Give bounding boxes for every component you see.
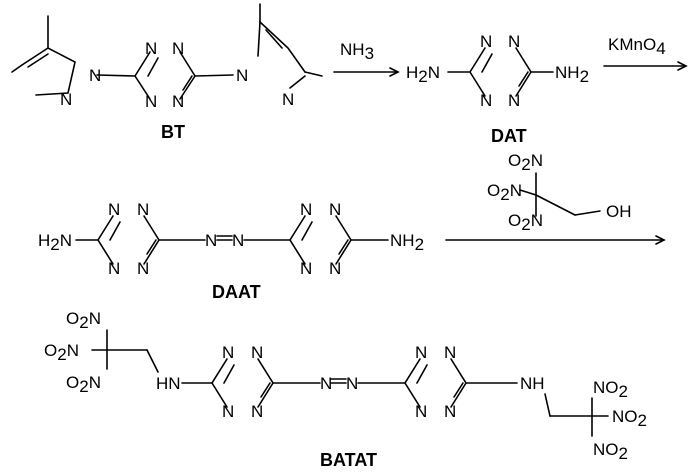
reagent-no2-top: O2N <box>508 151 543 174</box>
batat-label: BATAT <box>320 450 377 470</box>
batat-nh: NH <box>520 374 545 393</box>
bt-atom-n1: N <box>89 66 101 85</box>
bt-atom-n7: N <box>236 66 248 85</box>
batat-structure <box>91 329 609 437</box>
daat-atom-n5: N <box>300 200 312 219</box>
daat-structure <box>75 215 389 265</box>
reagent-step1: NH3 <box>340 40 374 63</box>
batat-atom-n2: N <box>251 343 263 362</box>
bt-atom-n5: N <box>145 92 157 111</box>
dat-amine-left: H2N <box>406 63 440 86</box>
batat-no2-top-left: O2N <box>66 309 101 332</box>
daat-azo-n2: N <box>232 231 244 250</box>
daat-atom-n1: N <box>108 200 120 219</box>
batat-no2-bottom-left: O2N <box>66 373 101 396</box>
daat-atom-n4: N <box>137 259 149 278</box>
dat-atom-n1: N <box>480 32 492 51</box>
daat-atom-n6: N <box>329 200 341 219</box>
bt-atom-n8: N <box>282 90 294 109</box>
reagent-oh: OH <box>606 202 632 221</box>
bt-label: BT <box>161 122 185 142</box>
daat-azo-n1: N <box>205 231 217 250</box>
batat-azo-n2: N <box>346 374 358 393</box>
dat-structure <box>447 47 554 97</box>
daat-atom-n7: N <box>300 259 312 278</box>
bt-atom-n4: N <box>172 39 184 58</box>
dat-atom-n2: N <box>508 32 520 51</box>
dat-label: DAT <box>491 126 527 146</box>
daat-label: DAAT <box>212 282 261 302</box>
bt-atom-n3: N <box>145 39 157 58</box>
daat-atom-n3: N <box>108 259 120 278</box>
reagent-no2-bottom: O2N <box>508 211 543 234</box>
batat-atom-n6: N <box>444 343 456 362</box>
batat-no2-top-right: NO2 <box>593 378 628 401</box>
daat-atom-n8: N <box>329 259 341 278</box>
dat-atom-n3: N <box>480 91 492 110</box>
bt-structure <box>11 3 323 100</box>
batat-atom-n8: N <box>444 402 456 421</box>
batat-atom-n5: N <box>415 343 427 362</box>
batat-atom-n4: N <box>251 402 263 421</box>
batat-atom-n7: N <box>415 402 427 421</box>
dat-atom-n4: N <box>508 91 520 110</box>
daat-amine-right: NH2 <box>390 231 424 254</box>
reagent-step2: KMnO4 <box>608 35 666 58</box>
reagent-no2-left: O2N <box>487 181 522 204</box>
bt-atom-n2: N <box>60 90 72 109</box>
batat-no2-bottom-right: NO2 <box>593 440 628 463</box>
dat-amine-right: NH2 <box>555 63 589 86</box>
daat-atom-n2: N <box>137 200 149 219</box>
trinitroethanol-structure <box>519 172 601 217</box>
bt-atom-n6: N <box>172 92 184 111</box>
batat-no2-mid-right: NO2 <box>612 407 647 430</box>
batat-azo-n1: N <box>320 374 332 393</box>
daat-amine-left: H2N <box>38 231 72 254</box>
batat-no2-mid-left: O2N <box>44 341 79 364</box>
batat-atom-n3: N <box>222 402 234 421</box>
batat-atom-n1: N <box>222 343 234 362</box>
batat-hn: HN <box>156 374 181 393</box>
